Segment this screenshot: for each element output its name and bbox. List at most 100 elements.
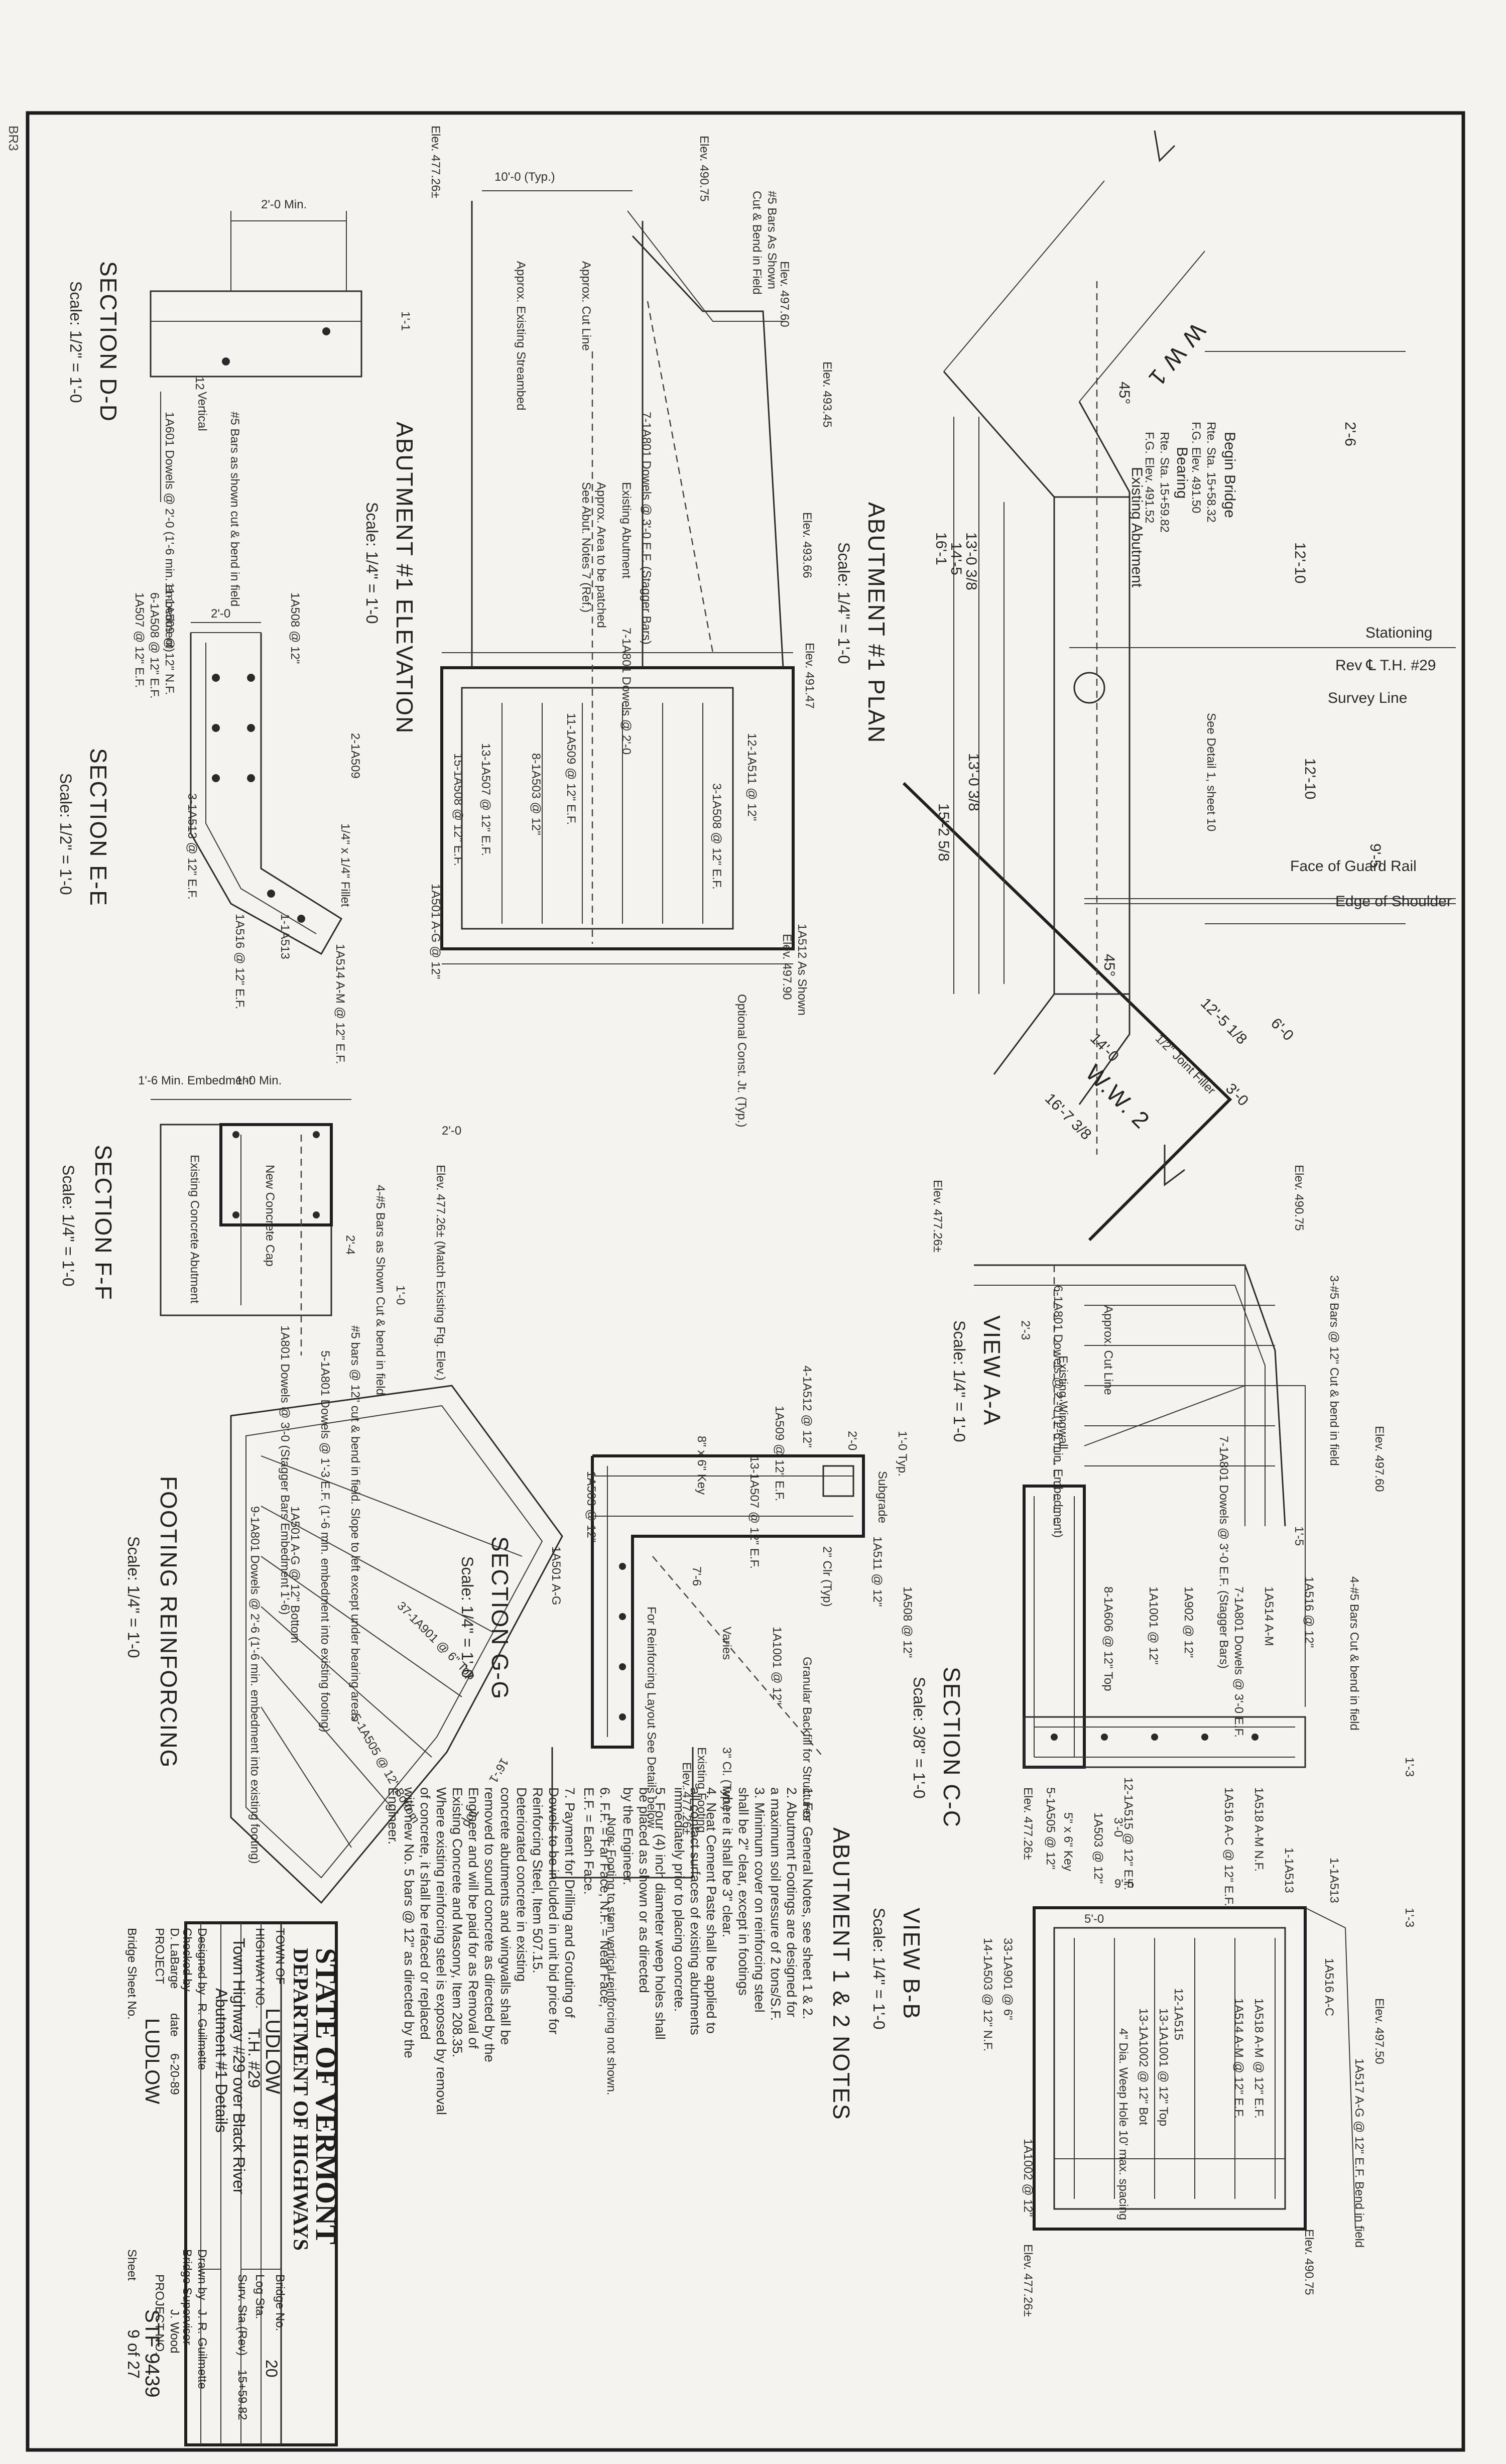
section-gg-label: Existing Footing xyxy=(695,1747,708,1833)
view-bb-title: VIEW B-B xyxy=(899,1908,925,2020)
tb-town-label: TOWN OF xyxy=(273,1928,287,1985)
view-aa-title: VIEW A-A xyxy=(979,1315,1005,1426)
section-gg-label: 1A511 @ 12" xyxy=(870,1536,884,1607)
section-ff-label: New Concrete Cap xyxy=(263,1165,277,1267)
section-ff-label: 1'-0 xyxy=(394,1285,407,1305)
view-bb-scale: Scale: 1/4" = 1'-0 xyxy=(870,1908,888,2030)
section-gg-label: 1A503 @ 12" xyxy=(584,1471,598,1542)
plan-bearing-station: Rte. Sta. 15+59.82 xyxy=(1158,432,1171,533)
elevation-label: Elev. 491.47 xyxy=(803,643,816,709)
footing-label: 1A501 A-G @ 12" Bottom xyxy=(288,1506,302,1643)
elevation-label: 8-1A503 @ 12" xyxy=(529,753,543,835)
section-dd-label: 2'-0 Min. xyxy=(261,198,307,211)
elevation-label: Existing Abutment xyxy=(619,482,633,578)
view-bb-label: 1A514 A-M @ 12" E.F. xyxy=(1232,1998,1245,2119)
view-aa-label: Elev. 477.26± xyxy=(931,1180,944,1253)
view-bb-label: 1A1002 @ 12" xyxy=(1021,2139,1035,2217)
section-gg-label: Elev. 477.26± xyxy=(680,1762,693,1835)
title-block: STATE OF VERMONT DEPARTMENT OF HIGHWAYS … xyxy=(124,1921,342,2446)
section-ee-label: 1-1A513 xyxy=(278,914,292,959)
notes: ABUTMENT 1 & 2 NOTES 1. For General Note… xyxy=(386,1787,854,2121)
plan-bearing-elev: F.G. Elev. 491.52 xyxy=(1143,432,1156,523)
elevation-label: See Abut. Notes 7 (Ref.) xyxy=(579,482,593,612)
section-cc-title: SECTION C-C xyxy=(939,1667,965,1828)
section-ff-scale: Scale: 1/4" = 1'-0 xyxy=(59,1165,77,1287)
view-bb-label: 13-1A1002 @ 12" Bot xyxy=(1137,2008,1150,2125)
view-bb-label: 1'-3 xyxy=(1403,1908,1416,1927)
section-cc-label: 8-1A606 @ 12" Top xyxy=(1101,1586,1115,1691)
tb-date-label: date xyxy=(168,2013,181,2037)
tb-designed-by: R. Guilmette xyxy=(195,2003,209,2070)
tb-project-label: PROJECT xyxy=(153,1928,166,1984)
tb-sheet: 9 of 27 xyxy=(124,2329,143,2379)
view-bb-label: 1-1A513 xyxy=(1327,1858,1341,1903)
note-line: removed to sound concrete as directed by… xyxy=(482,1787,497,2062)
elevation-label: 13-1A507 @ 12" E.F. xyxy=(479,743,492,856)
plan-rev-th: Rev ℄ T.H. #29 xyxy=(1335,657,1436,674)
tb-checked-by: D. LaBarge xyxy=(168,1928,181,1989)
section-ee-label: 2-1A509 xyxy=(348,733,362,779)
elevation-label: Elev. 490.75 xyxy=(697,136,711,202)
tb-designed-label: Designed by xyxy=(195,1928,209,1995)
elevation-label: Elev. 477.26± (Match Existing Ftg. Elev.… xyxy=(434,1165,447,1381)
section-dd-label: 1A601 Dowels @ 2'-0 (1'-6 min. embedment… xyxy=(163,412,176,652)
note-line: Reinforcing Steel, Item 507.15. xyxy=(530,1787,545,1974)
elevation-label: Approx. Cut Line xyxy=(579,261,593,351)
elevation-label: Elev. 493.66 xyxy=(800,512,814,578)
note-line: all contact surfaces of existing abutmen… xyxy=(688,1787,703,2035)
note-line: Where existing reinforcing steel is expo… xyxy=(434,1787,449,2115)
view-aa-label: Approx. Cut Line xyxy=(1101,1305,1115,1395)
plan-begin-elev: F.G. Elev. 491.50 xyxy=(1189,422,1203,513)
section-cc-label: 5-1A505 @ 12" xyxy=(1044,1787,1057,1870)
plan-dim: 14'-5 xyxy=(948,542,964,575)
section-gg-label: 1'-0 Typ. xyxy=(896,1431,909,1476)
sheet-border xyxy=(26,111,1465,2452)
plan-dim: 2'-6 xyxy=(1342,422,1358,446)
section-gg-label: Varies xyxy=(720,1627,733,1660)
tb-checked-label: Checked by xyxy=(180,1928,194,1992)
footing-scale: Scale: 1/4" = 1'-0 xyxy=(124,1536,143,1658)
section-gg-label: 2" Clr (Typ) xyxy=(820,1546,834,1607)
view-aa-label: 6-1A801 Dowels @ 2'-0 (1'-6 min. Embedme… xyxy=(1051,1285,1065,1538)
section-gg-label: For Reinforcing Layout See Details below xyxy=(645,1607,658,1828)
elevation-label: 7-1A801 Dowels @ 3'-0 E.F. (Stagger Bars… xyxy=(640,412,653,645)
view-aa-scale: Scale: 1/4" = 1'-0 xyxy=(950,1320,968,1442)
note-line: be placed as shown or as directed xyxy=(637,1787,652,1993)
elevation-label: Approx. Existing Streambed xyxy=(514,261,528,410)
sheet-mark: BR3 xyxy=(6,126,21,151)
tb-drawn-by: J. R. Guilmette xyxy=(195,2309,209,2389)
section-cc-label: 12-1A515 @ 12" E.F. xyxy=(1121,1777,1135,1890)
elevation-label: 7-1A801 Dowels @ 2'-0 xyxy=(619,628,633,755)
view-aa-label: Elev. 490.75 xyxy=(1292,1165,1306,1231)
note-line: Existing Concrete and Masonry, Item 208.… xyxy=(450,1787,465,2057)
section-ee-label: 1A507 @ 12" E.F. xyxy=(133,592,146,688)
section-cc-label: 4-#5 Bars Cut & bend in field xyxy=(1347,1576,1361,1731)
view-aa-label: 2'-3 xyxy=(1019,1320,1032,1340)
section-ee-label: 6-1A508 @ 12" E.F. xyxy=(148,592,161,699)
section-cc-label: Elev. 477.26± xyxy=(1021,1787,1035,1860)
plan-dim: 14'-0 xyxy=(1087,1030,1122,1065)
plan-scale: Scale: 1/4" = 1'-0 xyxy=(835,542,853,664)
note-line: 7. Payment for Drilling and Grouting of xyxy=(562,1787,577,2018)
section-gg-label: 8" x 6" Key xyxy=(695,1436,708,1495)
tb-bridge-no-label: Bridge No. xyxy=(273,2274,287,2331)
note-line: Dowels to be included in unit bid price … xyxy=(546,1787,561,2034)
section-gg-label: 1A1001 @ 12" xyxy=(770,1627,784,1705)
view-aa-label: 1'-5 xyxy=(1292,1526,1306,1546)
section-dd-label: 1'-1 xyxy=(399,311,412,331)
abutment-elevation: ABUTMENT #1 ELEVATION Scale: 1/4" = 1'-0… xyxy=(363,126,834,1381)
tb-department: DEPARTMENT OF HIGHWAYS xyxy=(289,1948,312,2251)
view-bb-label: Elev. 497.50 xyxy=(1372,1998,1386,2064)
plan-survey-line: Survey Line xyxy=(1328,690,1407,706)
section-cc-label: 1A1001 @ 12" xyxy=(1147,1586,1160,1665)
section-dd-label: #5 Bars as shown cut & bend in field xyxy=(228,412,241,606)
tb-project-no: STF 9439 xyxy=(141,2309,163,2398)
elevation-label: 1A501 A-G @ 12" xyxy=(429,884,442,979)
elevation-title: ABUTMENT #1 ELEVATION xyxy=(392,422,418,734)
section-cc-label: 1A518 A-M N.F. xyxy=(1252,1787,1266,1872)
view-bb-label: 1A516 A-C xyxy=(1322,1958,1336,2016)
section-gg-label: Subgrade xyxy=(875,1471,889,1523)
note-line: 2. Abutment Footings are designed for xyxy=(784,1787,799,2017)
section-cc-label: Elev. 497.60 xyxy=(1372,1426,1386,1492)
